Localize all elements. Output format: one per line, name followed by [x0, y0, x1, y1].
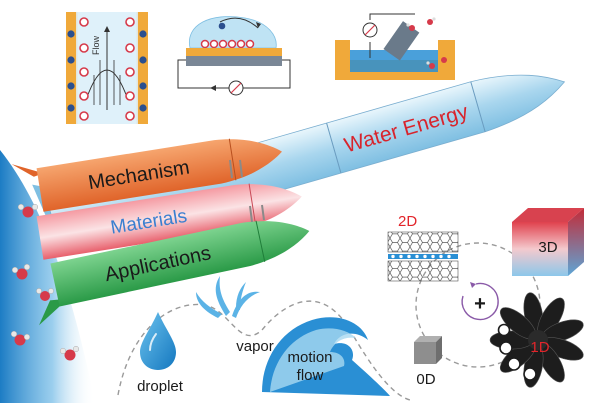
droplet-shape — [188, 16, 277, 49]
water-molecules — [10, 203, 80, 361]
droplet-ions — [200, 22, 255, 49]
cycle-arrow-icon — [461, 282, 499, 321]
label-0d: 0D — [416, 371, 435, 388]
booster-materials: Materials — [36, 183, 302, 260]
vapor-icon — [196, 276, 260, 318]
center-plus: + — [474, 293, 486, 315]
label-2d: 2D — [398, 213, 417, 230]
2d-material — [387, 231, 459, 282]
surface-layer — [186, 48, 282, 56]
booster-struts — [229, 159, 265, 223]
label-1d: 1D — [530, 339, 549, 356]
vessel-molecules — [406, 17, 447, 69]
booster-mechanism: Mechanism — [11, 138, 282, 212]
wave-icon — [262, 317, 390, 396]
3d-cube — [512, 208, 584, 276]
body-segment-line — [326, 122, 342, 174]
vapor-label: vapor — [236, 338, 274, 355]
label-3d: 3D — [538, 239, 557, 256]
flow-label: Flow — [91, 35, 101, 55]
1d-nanotube-cluster — [489, 292, 584, 388]
flow-label-app: flow — [297, 367, 324, 384]
applications-path — [117, 300, 411, 401]
0d-cube — [414, 336, 442, 364]
vessel-water — [350, 50, 438, 72]
droplet-label: droplet — [137, 378, 184, 395]
body-segment-line — [470, 81, 486, 132]
motion-label: motion — [287, 349, 332, 366]
panel-streaming-channel: Flow — [66, 12, 148, 124]
ions-left — [67, 17, 89, 121]
substrate-layer — [186, 56, 282, 66]
electrode — [383, 21, 420, 61]
droplet-icon — [140, 312, 176, 370]
ions-right — [125, 17, 147, 121]
panel-droplet-generator — [177, 16, 291, 96]
panel-water-vessel — [335, 13, 455, 80]
